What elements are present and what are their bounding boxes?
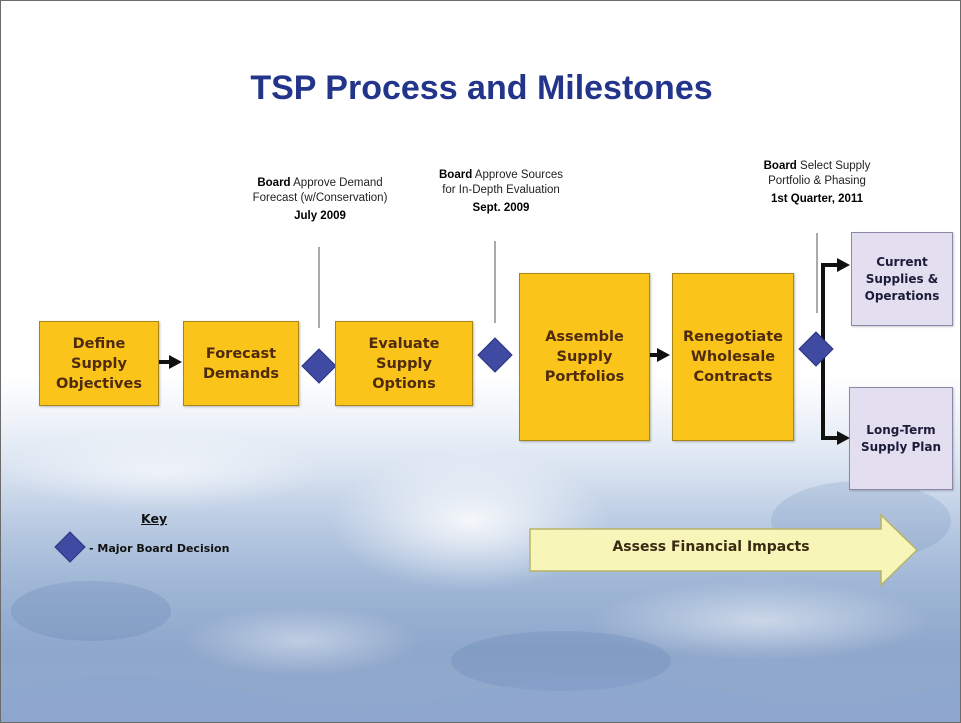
milestone-2-board: Board [439, 169, 473, 181]
financial-impacts-arrow [529, 513, 919, 587]
milestone-2-note: Board Approve Sources for In-Depth Evalu… [439, 168, 563, 216]
key-title: Key [141, 511, 168, 526]
step-evaluate-label: Evaluate Supply Options [368, 335, 440, 392]
step-renegotiate-wholesale-contracts: Renegotiate Wholesale Contracts [672, 273, 794, 441]
slide-title: TSP Process and Milestones [250, 69, 713, 107]
step-assemble-supply-portfolios: Assemble Supply Portfolios [519, 273, 650, 441]
milestone-2-date: Sept. 2009 [472, 202, 530, 214]
step-define-supply-objectives: Define Supply Objectives [39, 321, 159, 406]
outcome-current-label: Current Supplies & Operations [864, 254, 940, 303]
decision-diamond-2 [477, 337, 513, 373]
milestone-1-note: Board Approve Demand Forecast (w/Conserv… [247, 176, 393, 224]
milestone-3-note: Board Select Supply Portfolio & Phasing … [755, 159, 879, 207]
step-assemble-label: Assemble Supply Portfolios [544, 329, 625, 385]
milestone-1-text: Approve Demand Forecast (w/Conservation) [252, 177, 388, 204]
step-renegotiate-label: Renegotiate Wholesale Contracts [683, 329, 783, 385]
milestone-1-board: Board [257, 177, 291, 189]
step-define-label: Define Supply Objectives [56, 335, 142, 392]
decision-diamond-3 [798, 331, 834, 367]
financial-impacts-label: Assess Financial Impacts [612, 539, 810, 555]
key-diamond-icon [54, 531, 86, 563]
outcome-long-term-plan: Long-Term Supply Plan [849, 387, 953, 490]
key-item-label: - Major Board Decision [89, 542, 230, 555]
milestone-2-text: Approve Sources for In-Depth Evaluation [442, 169, 564, 196]
outcome-longterm-label: Long-Term Supply Plan [860, 422, 942, 454]
milestone-3-text: Select Supply Portfolio & Phasing [768, 160, 871, 187]
milestone-3-date: 1st Quarter, 2011 [770, 193, 864, 205]
step-evaluate-supply-options: Evaluate Supply Options [335, 321, 473, 406]
milestone-3-board: Board [763, 160, 797, 172]
step-forecast-label: Forecast Demands [202, 345, 280, 382]
decision-diamond-1 [301, 348, 337, 384]
arrow-assemble-to-renegotiate [649, 348, 670, 362]
arrow-define-to-forecast [159, 355, 182, 369]
step-forecast-demands: Forecast Demands [183, 321, 299, 406]
outcome-current-supplies: Current Supplies & Operations [851, 232, 953, 326]
milestone-1-date: July 2009 [294, 210, 346, 222]
